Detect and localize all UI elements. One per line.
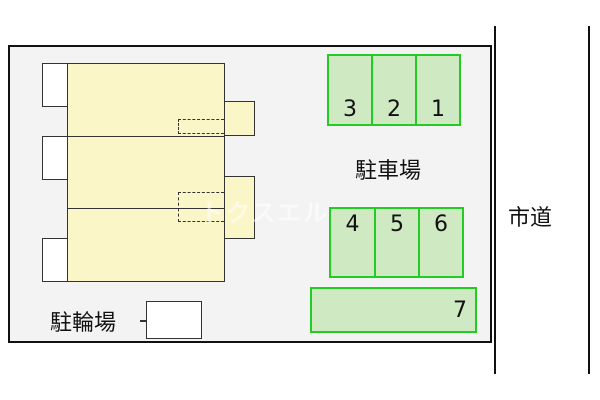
leader-line [140, 320, 148, 322]
building-wall-tab [42, 136, 70, 180]
parking-space-7: 7 [310, 287, 477, 333]
parking-space-2: 2 [371, 54, 417, 126]
building-unit [67, 136, 225, 209]
bicycle-parking-area [146, 301, 202, 339]
parking-label: 駐車場 [355, 159, 422, 184]
building-balcony [222, 101, 255, 136]
bicycle-parking-label: 駐輪場 [50, 311, 117, 336]
road-edge-left [494, 26, 496, 374]
road-edge-right [588, 26, 590, 374]
building-wall-tab [42, 238, 70, 282]
parking-space-5: 5 [374, 207, 420, 278]
road-label: 市道 [508, 206, 553, 231]
parking-space-4: 4 [329, 207, 376, 278]
dashed-outline [178, 119, 224, 134]
parking-space-6: 6 [418, 207, 464, 278]
dashed-outline [178, 192, 224, 222]
watermark-text: トクスエル [200, 199, 330, 227]
building-wall-tab [42, 63, 70, 107]
parking-space-1: 1 [415, 54, 461, 126]
parking-space-3: 3 [327, 54, 373, 126]
building-unit [67, 208, 225, 282]
